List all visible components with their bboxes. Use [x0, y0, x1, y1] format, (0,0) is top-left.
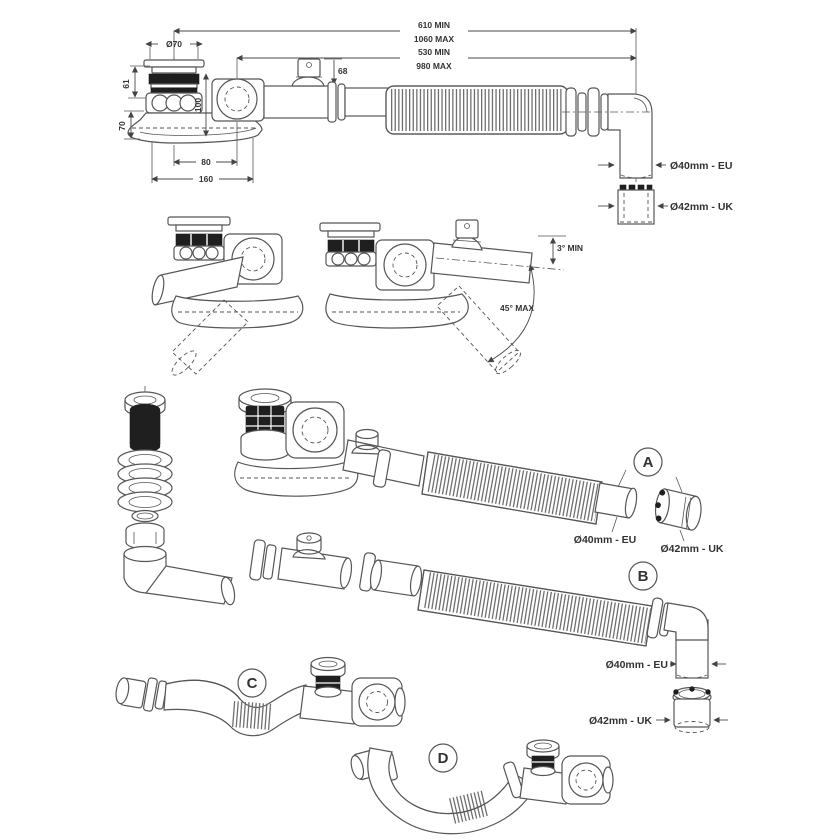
label-eu-outlet-top: Ø40mm - EU	[670, 160, 732, 172]
exploded-waste-stack	[117, 386, 236, 606]
dim-trap-height: 70	[117, 121, 127, 131]
variant-c-assembly: C	[115, 656, 406, 737]
main-dimensioned-drawing: 610 MIN 1060 MAX 530 MIN 980 MAX Ø70	[117, 20, 733, 225]
dim-body-height: 100	[193, 98, 203, 112]
variant-letter-b: B	[638, 568, 649, 585]
variant-letter-a: A	[643, 454, 654, 471]
swivel-view-right: 3° MIN 45° MAX	[319, 219, 583, 375]
swivel-view-left	[151, 216, 304, 376]
label-uk-outlet-a: Ø42mm - UK	[660, 543, 723, 555]
dim-base-width: 160	[199, 174, 213, 184]
dim-flex-min: 530 MIN	[418, 47, 450, 57]
label-angle-min: 3° MIN	[557, 243, 583, 253]
elbow-outlet-b	[646, 597, 709, 679]
outlet-pipe-swivel-ghost	[171, 299, 249, 375]
variant-a-parts: A Ø40mm - EU Ø42mm - UK	[342, 428, 724, 555]
dim-plug-diameter: Ø70	[166, 39, 182, 49]
waste-trap-assembly: Ø70 61	[117, 39, 265, 184]
overflow-bracket	[297, 58, 321, 78]
dim-flex-max: 980 MAX	[416, 61, 452, 71]
flexible-hose	[385, 85, 609, 137]
uk-adapter-top: Ø42mm - UK	[598, 184, 733, 225]
overflow-pipe: 68	[263, 58, 389, 123]
variant-b-parts: B Ø40mm - EU Ø42mm	[249, 532, 728, 733]
variant-letter-c: C	[247, 675, 258, 692]
label-uk-outlet-b: Ø42mm - UK	[589, 715, 652, 727]
label-angle-max: 45° MAX	[500, 303, 534, 313]
uk-adapter-a	[654, 488, 702, 531]
outlet-pipe-tilted	[154, 256, 244, 306]
dim-plug-height: 61	[121, 79, 131, 89]
angle-adjustment-views: 3° MIN 45° MAX	[151, 216, 583, 376]
label-eu-outlet-b: Ø40mm - EU	[606, 659, 668, 671]
uk-adapter-b	[672, 686, 712, 733]
exploded-parts-views: A Ø40mm - EU Ø42mm - UK	[115, 386, 728, 835]
variant-letter-d: D	[438, 750, 449, 767]
dim-overall-max: 1060 MAX	[414, 34, 454, 44]
dim-overall-min: 610 MIN	[418, 20, 450, 30]
dim-outlet-offset: 80	[201, 157, 211, 167]
dim-overflow-height: 68	[338, 66, 348, 76]
label-uk-outlet-top: Ø42mm - UK	[670, 201, 733, 213]
assembled-waste-unit	[234, 388, 359, 497]
label-eu-outlet-a: Ø40mm - EU	[574, 534, 636, 546]
variant-d-assembly: D	[350, 739, 614, 835]
elbow-outlet: Ø40mm - EU	[562, 93, 732, 179]
